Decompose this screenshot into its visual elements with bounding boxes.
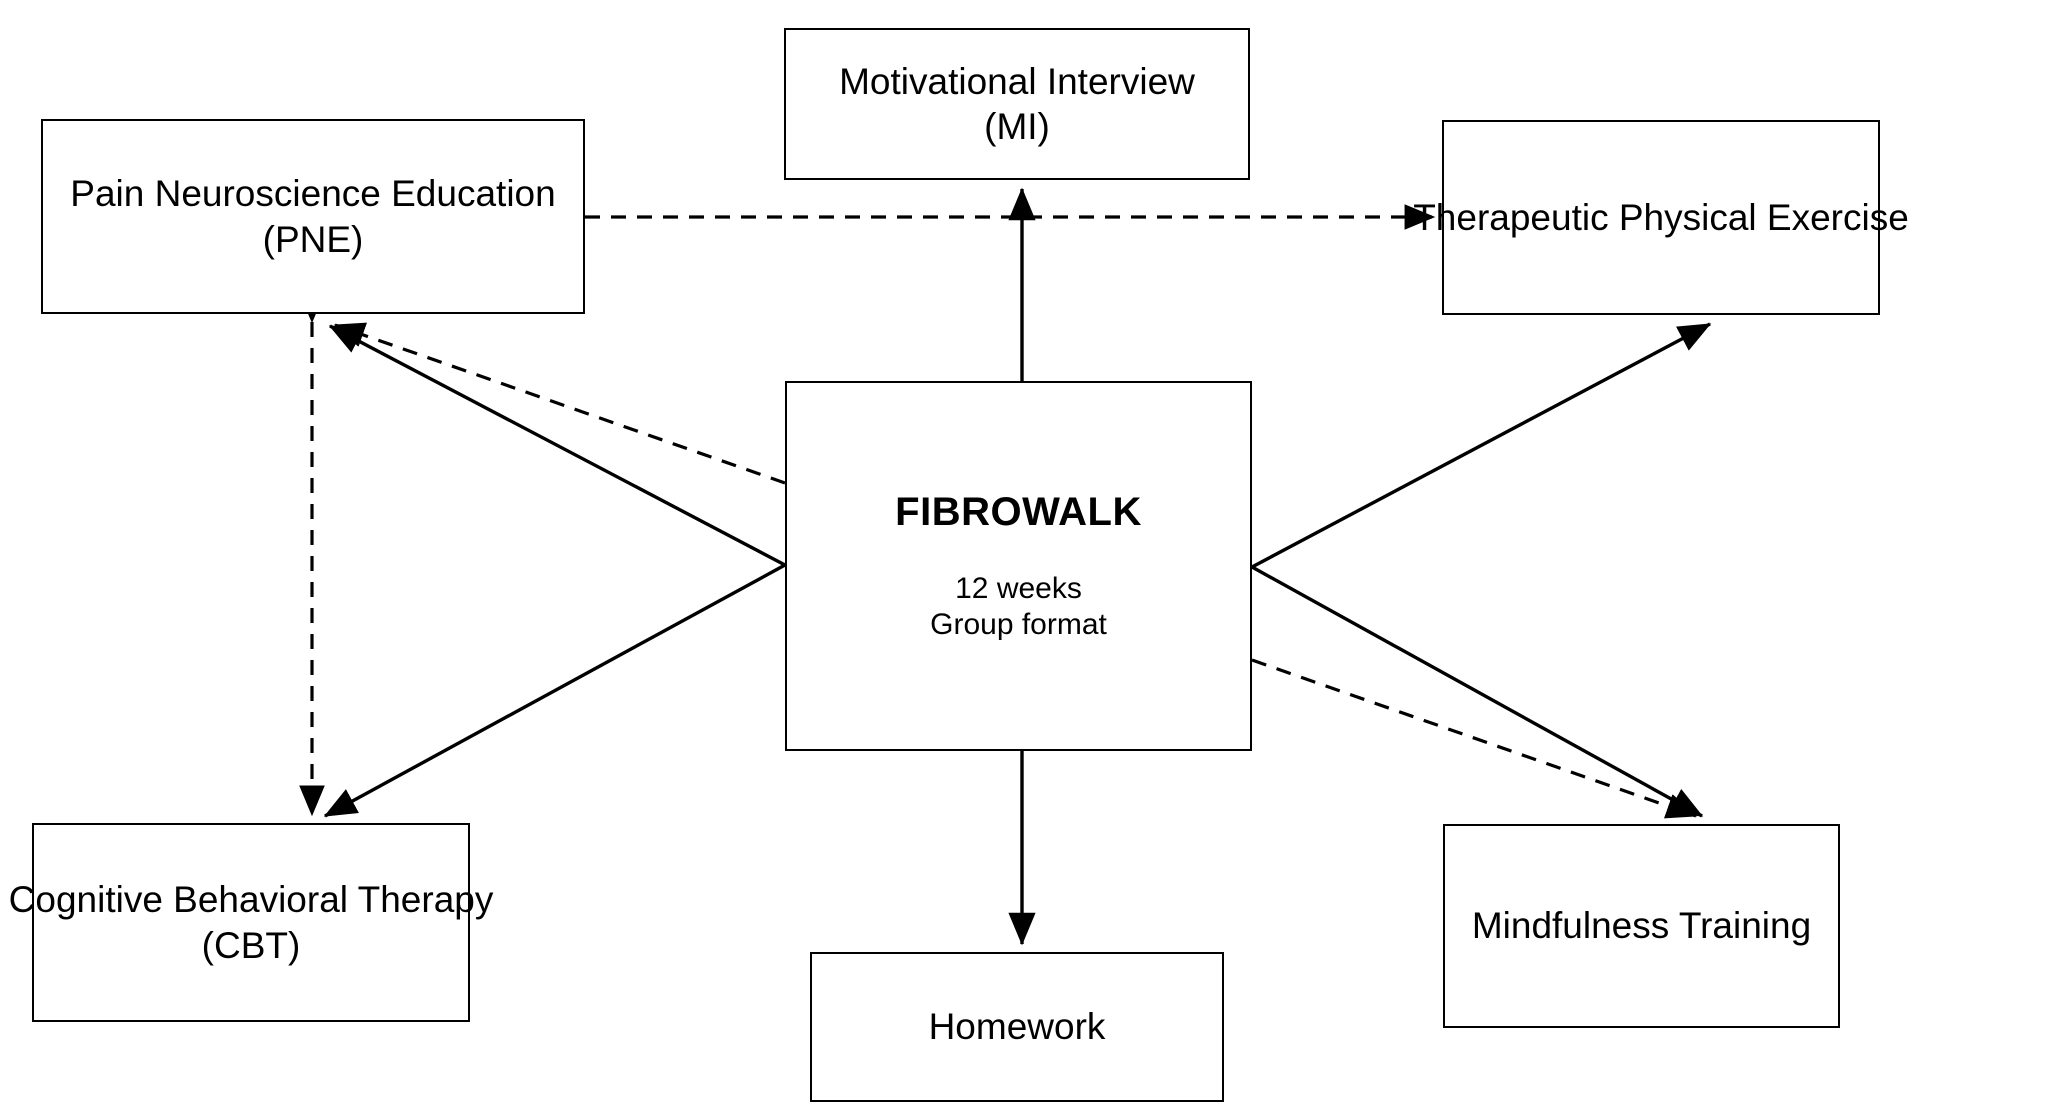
node-therapeutic-physical-exercise[interactable]: Therapeutic Physical Exercise (1413, 120, 1909, 315)
node-pain-neuroscience-education[interactable]: Pain Neuroscience Education (PNE) (41, 119, 585, 314)
node-homework-label: Homework (928, 1006, 1106, 1048)
node-pne-label-line1: Pain Neuroscience Education (70, 173, 556, 215)
node-fibrowalk-center[interactable]: FIBROWALK 12 weeks Group format (785, 381, 1252, 751)
node-mi-label-line1: Motivational Interview (839, 60, 1195, 102)
node-motivational-interview[interactable]: Motivational Interview (MI) (784, 28, 1250, 180)
node-cbt-label-line1: Cognitive Behavioral Therapy (8, 879, 494, 921)
edge-center-to-pne-dashed (333, 322, 786, 485)
node-center-detail-weeks: 12 weeks (955, 571, 1082, 605)
node-cbt-label-line2: (CBT) (201, 924, 301, 966)
node-center-title: FIBROWALK (895, 490, 1142, 534)
node-center-detail-format: Group format (930, 608, 1107, 642)
node-mindfulness-training[interactable]: Mindfulness Training (1443, 824, 1840, 1028)
node-homework[interactable]: Homework (810, 952, 1224, 1102)
edge-center-to-pne-solid (328, 324, 786, 567)
node-tpe-label: Therapeutic Physical Exercise (1413, 196, 1909, 238)
node-cognitive-behavioral-therapy[interactable]: Cognitive Behavioral Therapy (CBT) (9, 823, 493, 1022)
node-pne-label-line2: (PNE) (262, 218, 364, 260)
node-mindfulness-label: Mindfulness Training (1471, 905, 1812, 947)
edge-center-to-cbt-solid (323, 563, 786, 818)
node-mi-label-line2: (MI) (984, 106, 1050, 147)
edge-center-to-mindfulness-dashed (1251, 658, 1698, 819)
edge-center-to-tpe-solid (1251, 322, 1712, 569)
edge-center-to-mindfulness-solid (1251, 565, 1704, 818)
